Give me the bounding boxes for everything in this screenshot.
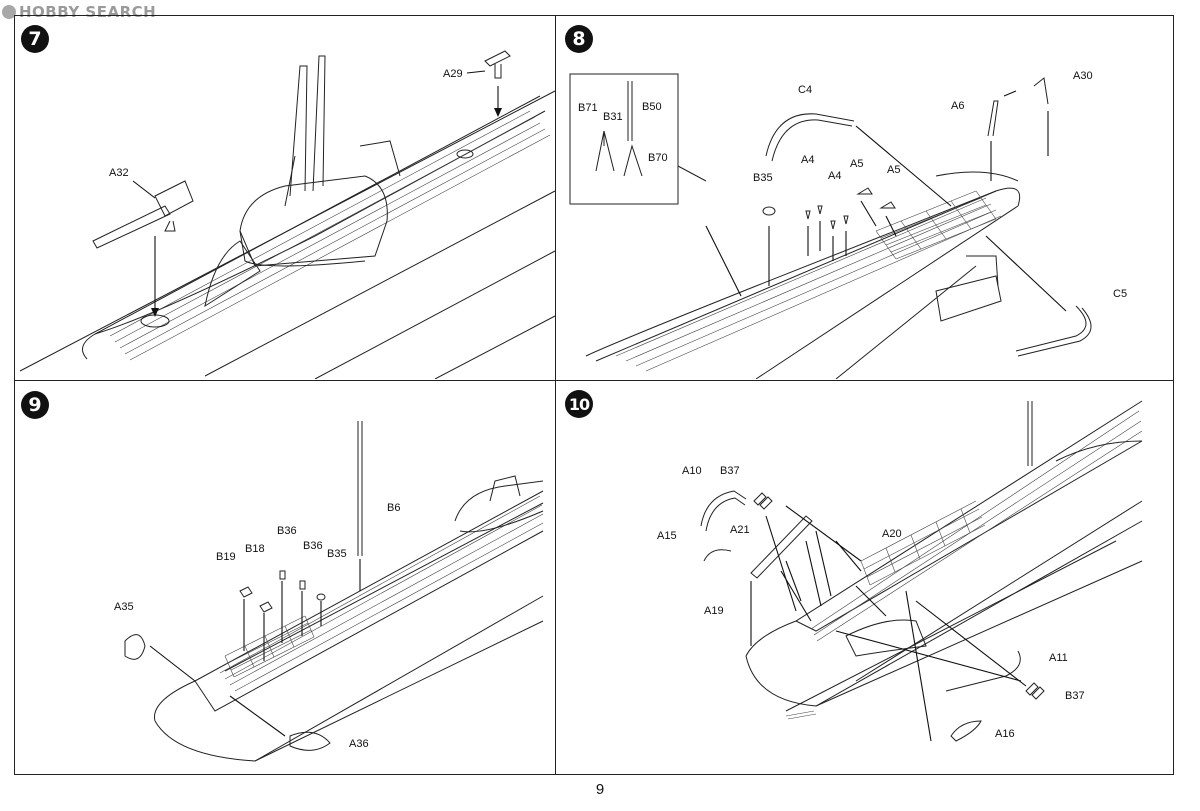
part-label-a30: A30 bbox=[1073, 70, 1093, 82]
part-label-b71: B71 bbox=[578, 102, 598, 114]
step-8-badge: 8 bbox=[565, 25, 593, 53]
part-label-b18: B18 bbox=[245, 543, 265, 555]
part-label-a21: A21 bbox=[730, 524, 750, 536]
part-label-a11: A11 bbox=[1049, 652, 1068, 664]
part-label-a32: A32 bbox=[109, 167, 129, 179]
part-label-a19: A19 bbox=[704, 605, 724, 617]
part-label-b35: B35 bbox=[327, 548, 347, 560]
part-label-b70: B70 bbox=[648, 152, 668, 164]
step-10-drawing bbox=[700, 400, 1143, 742]
part-label-a20: A20 bbox=[882, 528, 902, 540]
part-label-a35: A35 bbox=[114, 601, 134, 613]
step-8-panel: 8 B71 B50 B31 B70 C4 A6 A30 B35 A4 A5 A4… bbox=[556, 16, 1173, 379]
panel-divider-horizontal bbox=[14, 380, 1174, 381]
part-label-a4-lower: A4 bbox=[828, 170, 842, 182]
part-label-b37-upper: B37 bbox=[720, 465, 740, 477]
part-label-a5-upper: A5 bbox=[850, 158, 864, 170]
part-label-a36: A36 bbox=[349, 738, 369, 750]
part-label-b50: B50 bbox=[642, 101, 662, 113]
part-label-b36-lower: B36 bbox=[303, 540, 323, 552]
step-9-drawing bbox=[124, 421, 544, 762]
part-label-a6: A6 bbox=[951, 100, 965, 112]
part-label-c4: C4 bbox=[798, 84, 813, 96]
step-10-badge: 10 bbox=[565, 390, 593, 418]
part-label-a5-lower: A5 bbox=[887, 164, 901, 176]
part-label-a15: A15 bbox=[657, 530, 677, 542]
part-label-a10: A10 bbox=[682, 465, 702, 477]
step-9-badge: 9 bbox=[21, 391, 49, 419]
page-number: 9 bbox=[595, 781, 605, 798]
part-label-c5: C5 bbox=[1113, 288, 1128, 300]
part-label-b31: B31 bbox=[603, 111, 623, 123]
step-7-panel: 7 A29 A32 bbox=[15, 16, 555, 379]
instruction-frame bbox=[14, 15, 1174, 775]
step-10-panel: 10 A10 B37 A21 A20 A15 A19 A11 B37 A16 bbox=[556, 381, 1173, 774]
step-8-drawing bbox=[569, 73, 1092, 379]
step-9-panel: 9 B6 B36 B36 B19 B18 B35 A35 A36 bbox=[15, 381, 555, 774]
part-label-b35: B35 bbox=[753, 172, 773, 184]
part-label-a16: A16 bbox=[995, 728, 1015, 740]
panel-divider-vertical bbox=[555, 15, 556, 775]
step-7-badge: 7 bbox=[21, 25, 49, 53]
watermark-text: HOBBY SEARCH bbox=[19, 3, 157, 21]
part-label-b36-upper: B36 bbox=[277, 525, 297, 537]
part-label-a4-upper: A4 bbox=[801, 154, 815, 166]
part-label-b19: B19 bbox=[216, 551, 236, 563]
step-7-drawing bbox=[19, 50, 555, 379]
part-label-b6: B6 bbox=[387, 502, 401, 514]
part-label-b37-lower: B37 bbox=[1065, 690, 1085, 702]
watermark-icon bbox=[2, 5, 16, 19]
part-label-a29: A29 bbox=[443, 68, 463, 80]
watermark-logo: HOBBY SEARCH bbox=[2, 2, 156, 22]
